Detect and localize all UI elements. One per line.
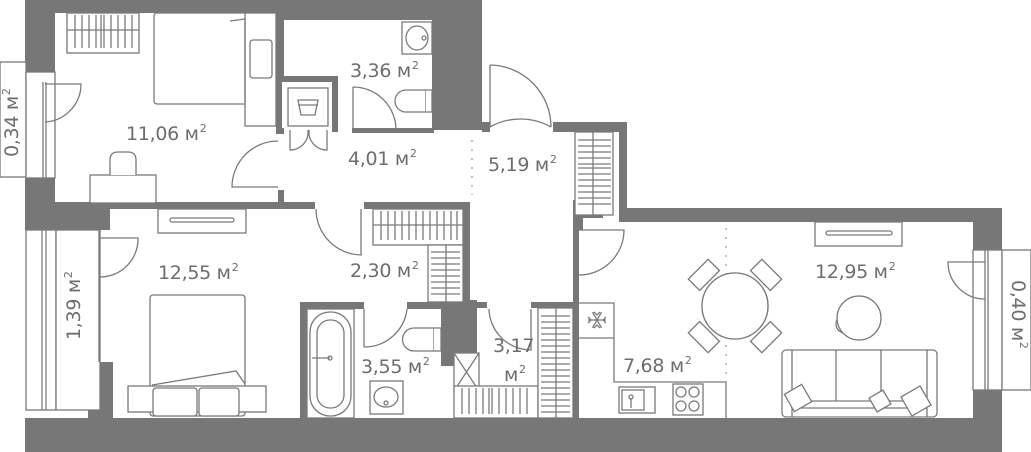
room-area-hall: 5,19 м2 [488, 153, 557, 176]
room-area-corridor: 4,01 м2 [348, 147, 417, 170]
toilet-icon [394, 89, 433, 113]
dining-table-icon [687, 258, 783, 354]
room-area-bedroom-2: 12,55 м2 [158, 261, 239, 284]
balcony-area-3: 0,40 м2 [1007, 280, 1030, 349]
room-area-kitchen: 7,68 м2 [623, 354, 692, 377]
balcony-1 [0, 61, 82, 179]
wardrobe-bedroom-1 [66, 12, 140, 54]
sink-icon-2 [369, 380, 404, 415]
tv-stand-living [814, 221, 903, 247]
sink-icon [401, 21, 433, 55]
toilet-icon-2 [401, 327, 442, 352]
sofa-icon [781, 349, 938, 418]
balcony-2 [25, 229, 139, 411]
bed-icon [153, 12, 277, 127]
desk-with-chair [89, 151, 157, 204]
room-area-bedroom-1: 11,06 м2 [126, 122, 207, 145]
room-area-living: 12,95 м2 [815, 260, 896, 283]
walls [25, 0, 1002, 452]
bed-icon-2 [127, 294, 267, 417]
storage-shelves [453, 307, 574, 419]
stove-icon [672, 383, 704, 416]
balcony-area-2: 1,39 м2 [62, 271, 85, 340]
room-area-dressing: 2,30 м2 [350, 259, 419, 282]
bathtub-icon [306, 308, 355, 419]
balcony-area-1: 0,34 м2 [0, 88, 23, 157]
hall-wardrobe [574, 131, 614, 216]
kitchen-counter [579, 302, 727, 418]
room-area-bathroom: 3,55 м2 [361, 355, 430, 378]
room-area-wc: 3,36 м2 [350, 59, 419, 82]
washing-machine-icon [287, 87, 329, 127]
room-area-storage: 3,17 [493, 335, 535, 357]
armchair-icon [835, 295, 882, 341]
dressing-shelves [372, 208, 464, 303]
tv-stand-bedroom-2 [157, 208, 247, 234]
room-area-storage-unit: м2 [504, 363, 526, 386]
kitchen-sink-icon [618, 386, 656, 414]
balcony-3 [947, 249, 1031, 391]
snowflake-icon [587, 311, 607, 329]
doors [231, 64, 625, 351]
